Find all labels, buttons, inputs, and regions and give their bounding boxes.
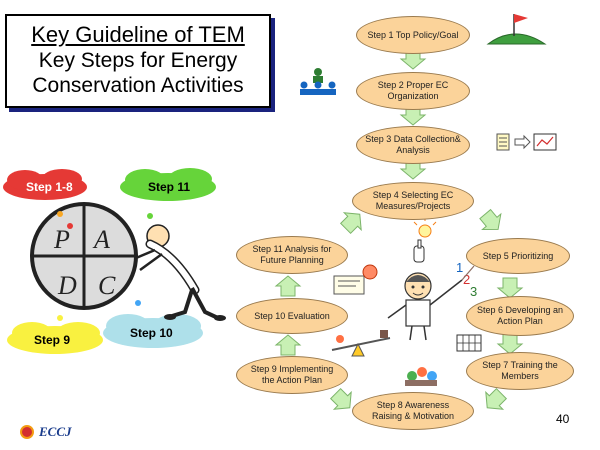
decor-dot bbox=[67, 223, 73, 229]
title-line-3: Conservation Activities bbox=[32, 74, 244, 97]
idea-bulb-icon bbox=[413, 218, 437, 238]
cloud-label-step-1-8: Step 1-8 bbox=[26, 180, 73, 194]
decor-dot bbox=[57, 315, 63, 321]
title-line-2: Key Steps for Energy bbox=[38, 49, 238, 72]
awareness-group-icon bbox=[405, 367, 437, 386]
step-2-organization: Step 2 Proper EC Organization bbox=[356, 72, 470, 110]
step-6-action-plan: Step 6 Developing an Action Plan bbox=[466, 296, 574, 336]
arrow-7-8 bbox=[478, 384, 511, 417]
cloud-step-10 bbox=[103, 314, 203, 348]
cloud-label-step-10: Step 10 bbox=[130, 326, 173, 340]
step-1-top-policy: Step 1 Top Policy/Goal bbox=[356, 16, 470, 54]
eccj-logo: ECCJ bbox=[20, 424, 72, 440]
svg-text:1: 1 bbox=[456, 260, 463, 275]
pdca-letter-p: P bbox=[53, 225, 70, 254]
pdca-wheel bbox=[30, 202, 138, 310]
cloud-step-11 bbox=[120, 168, 216, 201]
analysis-board-icon bbox=[333, 264, 378, 295]
step-7-training: Step 7 Training the Members bbox=[466, 352, 574, 390]
decor-dot bbox=[147, 213, 153, 219]
pdca-letter-a: A bbox=[92, 225, 110, 254]
eccj-logo-icon bbox=[20, 425, 34, 439]
step-5-prioritizing: Step 5 Prioritizing bbox=[466, 238, 570, 274]
calendar-plan-icon bbox=[456, 334, 482, 352]
step-4-selecting-measures: Step 4 Selecting EC Measures/Projects bbox=[352, 182, 474, 220]
svg-text:3: 3 bbox=[470, 284, 477, 299]
page-number: 40 bbox=[556, 412, 570, 426]
svg-text:2: 2 bbox=[463, 272, 470, 287]
pdca-letter-d: D bbox=[57, 271, 77, 300]
cloud-label-step-9: Step 9 bbox=[34, 333, 70, 347]
cloud-label-step-11: Step 11 bbox=[148, 180, 190, 194]
arrow-9-10 bbox=[275, 334, 301, 356]
decor-dot bbox=[135, 300, 141, 306]
presenter-figure-icon bbox=[387, 265, 475, 341]
step-8-awareness: Step 8 Awareness Raising & Motivation bbox=[352, 392, 474, 430]
step-9-implementing: Step 9 Implementing the Action Plan bbox=[236, 356, 348, 394]
data-document-icon bbox=[496, 133, 557, 151]
prioritizing-numbers-icon: 1 2 3 bbox=[456, 260, 477, 299]
cloud-step-1-8 bbox=[3, 169, 87, 200]
arrow-5-6 bbox=[497, 277, 523, 299]
arrow-6-7 bbox=[497, 333, 523, 355]
flag-goal-icon bbox=[486, 14, 547, 45]
man-pushing-wheel-icon bbox=[135, 224, 226, 321]
pdca-letter-c: C bbox=[98, 271, 116, 300]
step-10-evaluation: Step 10 Evaluation bbox=[236, 298, 348, 334]
eccj-logo-text: ECCJ bbox=[39, 424, 72, 439]
cloud-step-9 bbox=[7, 322, 103, 354]
title-box: Key Guideline of TEM Key Steps for Energ… bbox=[5, 14, 271, 108]
balance-scale-icon bbox=[331, 330, 391, 357]
arrow-10-11 bbox=[275, 275, 301, 297]
title-line-1: Key Guideline of TEM bbox=[31, 22, 245, 47]
pointing-hand-icon bbox=[413, 239, 425, 263]
step-3-data-collection: Step 3 Data Collection& Analysis bbox=[356, 126, 470, 164]
arrow-4-5 bbox=[475, 205, 508, 238]
decor-dot bbox=[57, 211, 63, 217]
step-11-analysis: Step 11 Analysis for Future Planning bbox=[236, 236, 348, 274]
organization-icon bbox=[300, 68, 336, 95]
